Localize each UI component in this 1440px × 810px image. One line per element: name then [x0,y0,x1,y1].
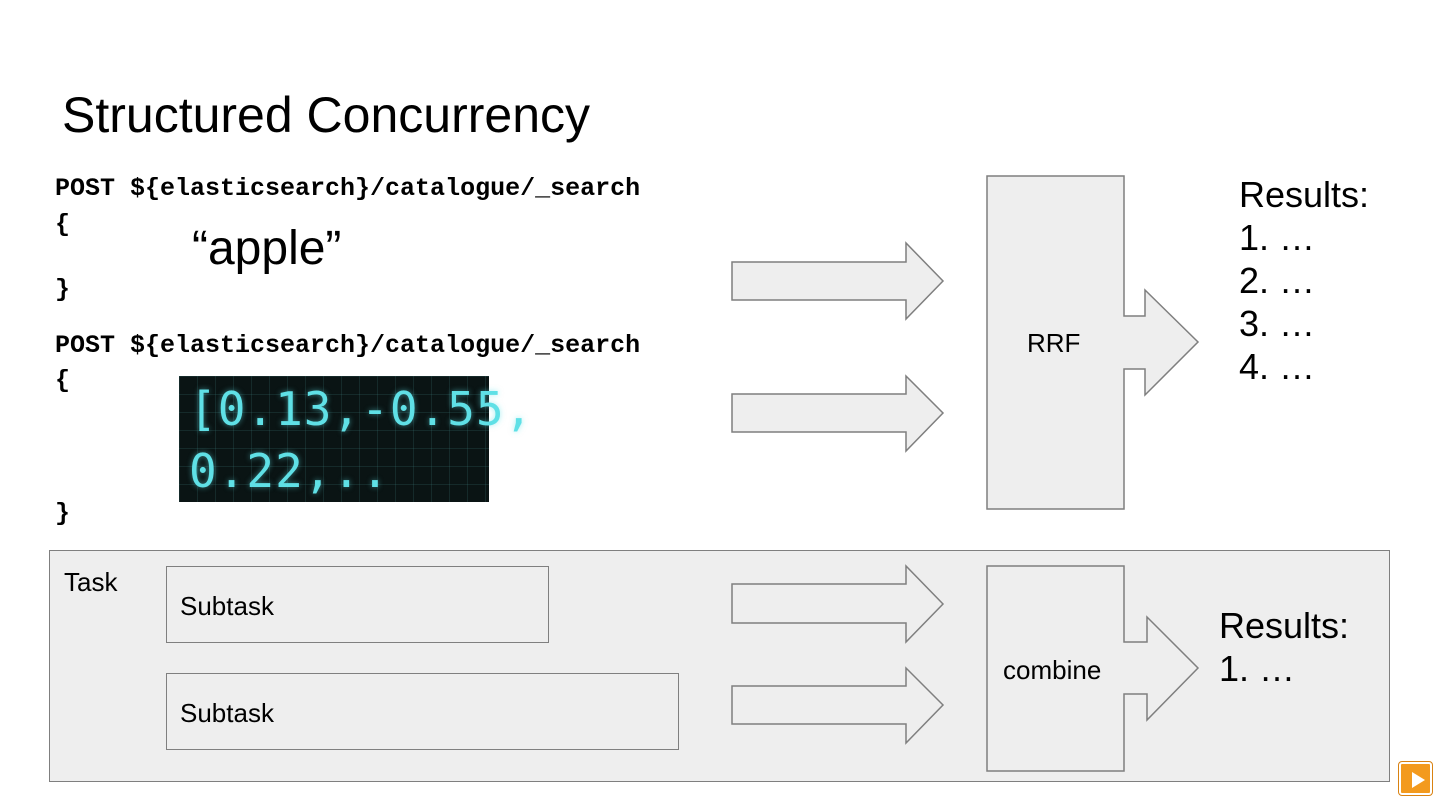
query-1-open-brace: { [55,210,71,239]
task-label: Task [64,567,118,597]
bottom-result-item-1: 1. … [1219,648,1296,689]
top-result-item-4: 4. … [1239,346,1316,387]
query-1-request-line: POST ${elasticsearch}/catalogue/_search [55,174,641,203]
rrf-merger-block [986,175,1200,510]
query-2-close-brace: } [55,499,71,528]
slide-title: Structured Concurrency [62,87,591,143]
bottom-results-title: Results: [1219,605,1350,646]
play-icon[interactable] [1399,762,1432,795]
query-2-open-brace: { [55,366,71,395]
top-results-list: Results: 1. … 2. … 3. … 4. … [1239,173,1369,388]
query-1-body-text: “apple” [192,222,342,275]
arrow-query-2-to-rrf [731,374,945,453]
query-2-vector-display: [0.13,-0.55, 0.22,.. [179,376,534,502]
query-2-request-line: POST ${elasticsearch}/catalogue/_search [55,331,641,360]
subtask-label-1: Subtask [180,591,274,621]
combine-merger-block [986,565,1200,772]
rrf-label: RRF [1027,328,1081,358]
subtask-box-1: Subtask [166,566,549,643]
top-results-title: Results: [1239,174,1370,215]
top-result-item-3: 3. … [1239,303,1316,344]
subtask-box-2: Subtask [166,673,679,750]
top-result-item-2: 2. … [1239,260,1316,301]
bottom-results-list: Results: 1. … [1219,604,1349,690]
subtask-label-2: Subtask [180,698,274,728]
top-result-item-1: 1. … [1239,217,1316,258]
query-1-close-brace: } [55,275,71,304]
combine-label: combine [1003,655,1102,685]
query-2-vector-text: [0.13,-0.55, 0.22,.. [189,382,534,498]
arrow-query-1-to-rrf [731,241,945,321]
arrow-subtask-2-to-combine [731,666,945,745]
arrow-subtask-1-to-combine [731,564,945,644]
